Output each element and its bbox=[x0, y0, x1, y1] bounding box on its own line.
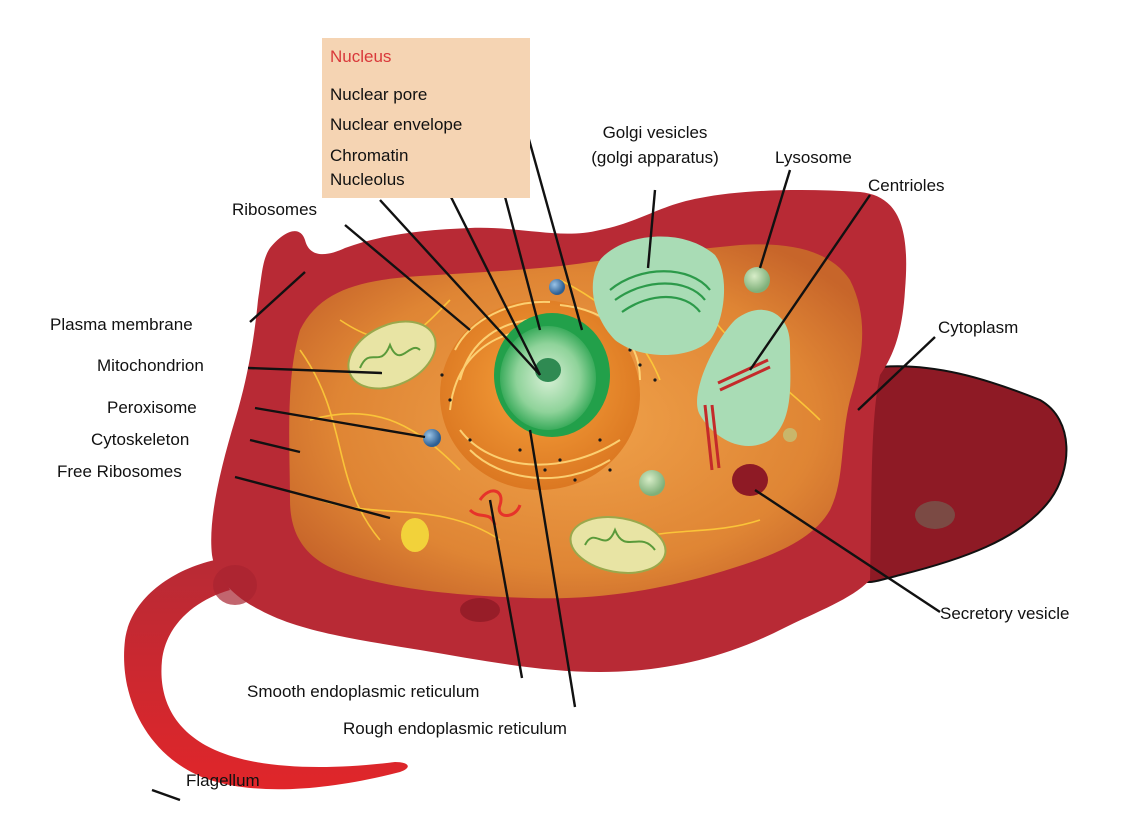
cytoplasm-label: Cytoplasm bbox=[938, 318, 1019, 337]
centrioles bbox=[703, 358, 771, 471]
peroxisome bbox=[423, 429, 441, 447]
nuclear-pore-label: Nuclear pore bbox=[330, 85, 428, 104]
chromatin-label: Chromatin bbox=[330, 146, 409, 165]
nucleus-label-box bbox=[322, 38, 530, 198]
nucleolus-label: Nucleolus bbox=[330, 170, 405, 189]
rough-er-label: Rough endoplasmic reticulum bbox=[343, 719, 567, 738]
flagellum bbox=[124, 560, 408, 790]
secretory-vesicle-label: Secretory vesicle bbox=[940, 604, 1070, 623]
smooth-er-label: Smooth endoplasmic reticulum bbox=[247, 682, 480, 701]
golgi-label-line1: Golgi vesicles bbox=[602, 123, 708, 142]
ribosomes-label: Ribosomes bbox=[232, 200, 318, 219]
free-ribosomes-label: Free Ribosomes bbox=[57, 462, 182, 481]
centrioles-label: Centrioles bbox=[868, 176, 945, 195]
plasma-membrane-label: Plasma membrane bbox=[50, 315, 193, 334]
golgi-apparatus bbox=[592, 236, 725, 355]
golgi-label-line2: (golgi apparatus) bbox=[591, 148, 719, 167]
membrane-lobe-dark bbox=[848, 365, 1068, 584]
nucleus-title: Nucleus bbox=[330, 47, 392, 66]
peroxisome-label: Peroxisome bbox=[107, 398, 197, 417]
secretory-vesicle bbox=[732, 464, 768, 496]
lysosome bbox=[744, 267, 770, 293]
flagellum-label: Flagellum bbox=[186, 771, 260, 790]
lysosome-label: Lysosome bbox=[775, 148, 852, 167]
cytoskeleton-label: Cytoskeleton bbox=[91, 430, 190, 449]
nuclear-envelope-label: Nuclear envelope bbox=[330, 115, 463, 134]
mitochondrion-lower bbox=[569, 516, 667, 574]
mitochondrion-label: Mitochondrion bbox=[97, 356, 204, 375]
nucleolus bbox=[535, 358, 561, 382]
